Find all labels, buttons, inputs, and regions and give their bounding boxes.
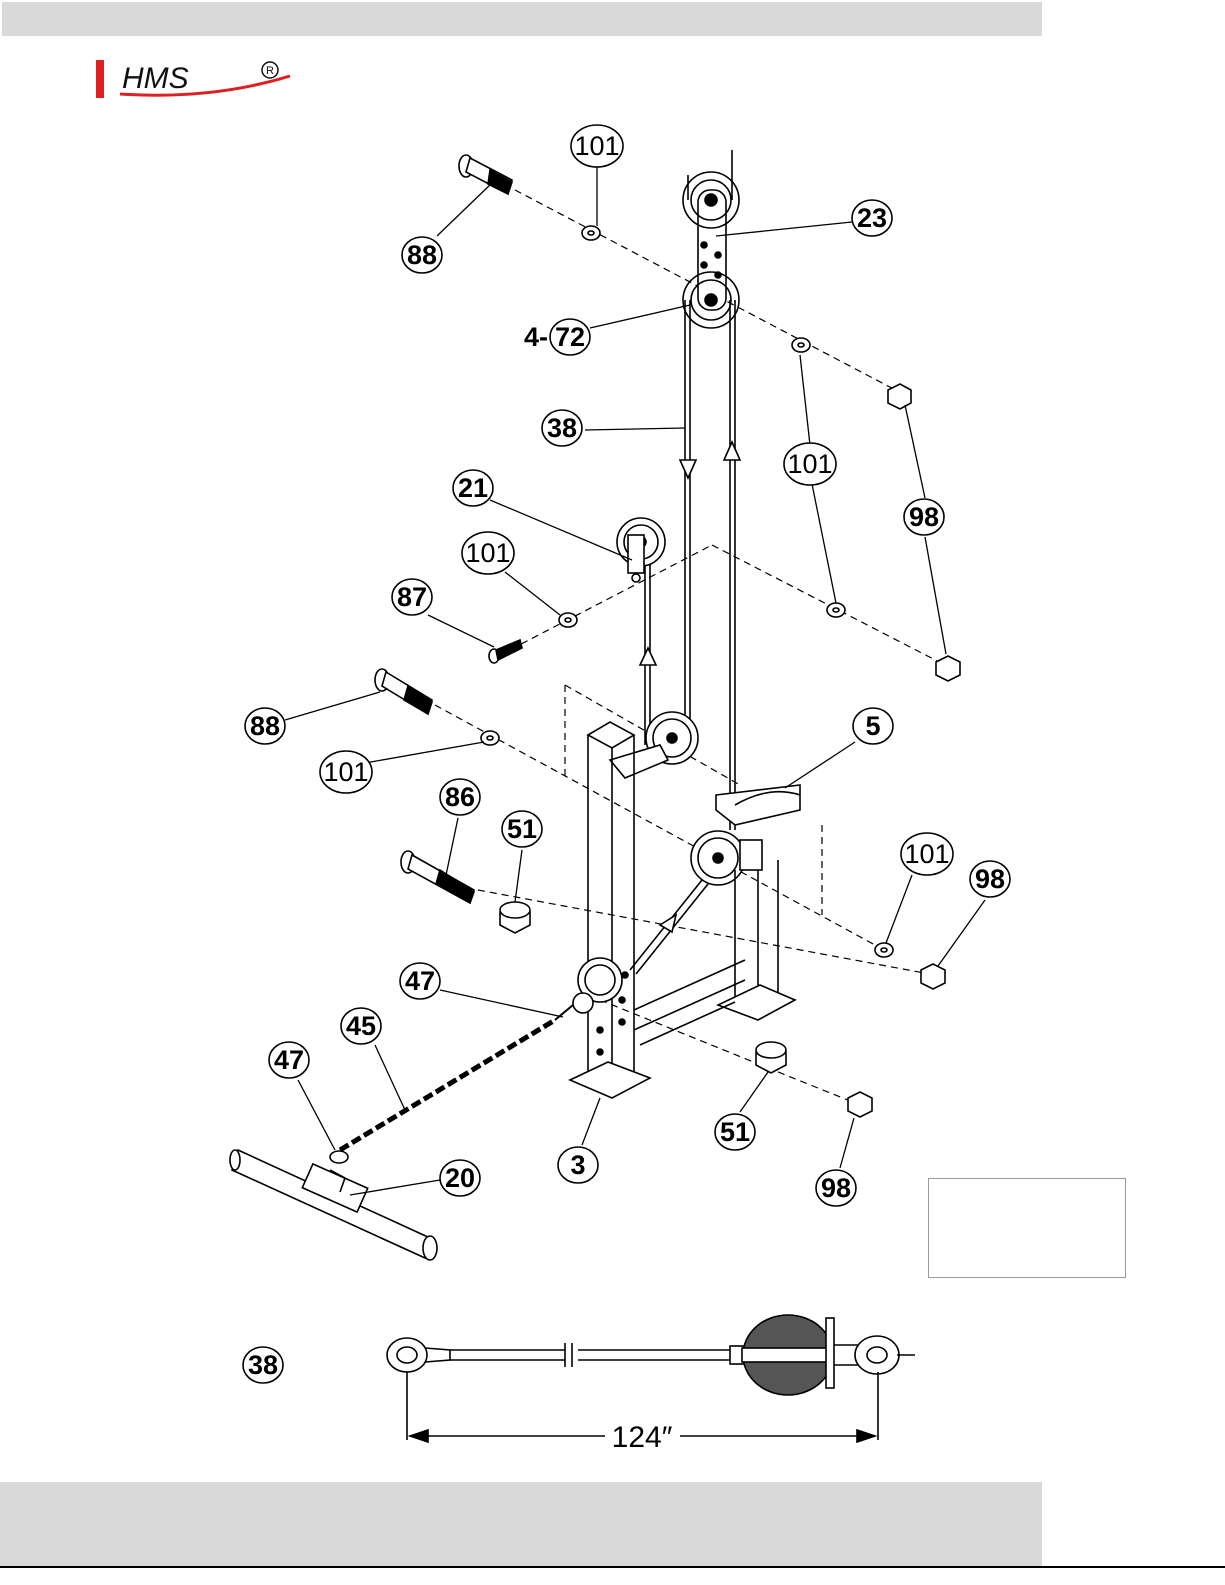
label-38: 38 bbox=[547, 413, 577, 443]
label-47: 47 bbox=[274, 1045, 304, 1075]
bolt-86 bbox=[401, 851, 474, 903]
label-101: 101 bbox=[574, 131, 619, 161]
label-51: 51 bbox=[720, 1117, 750, 1147]
label-98: 98 bbox=[909, 502, 939, 532]
label-98: 98 bbox=[821, 1173, 851, 1203]
label-21: 21 bbox=[458, 473, 488, 503]
label-87: 87 bbox=[397, 582, 427, 612]
label-88: 88 bbox=[407, 240, 437, 270]
bolt-88-top bbox=[459, 155, 512, 194]
bolt-87 bbox=[489, 640, 522, 663]
label-20: 20 bbox=[445, 1163, 475, 1193]
frame-post-3 bbox=[570, 722, 650, 1098]
label-38-cable: 38 bbox=[248, 1350, 278, 1380]
label-101: 101 bbox=[787, 449, 832, 479]
handle-bar-20 bbox=[230, 1150, 437, 1260]
label-47: 47 bbox=[405, 966, 435, 996]
middle-pulley bbox=[610, 712, 698, 778]
part-labels: 101 88 23 4- 72 38 101 98 21 101 87 88 5… bbox=[248, 131, 1005, 1454]
footer-band bbox=[0, 1482, 1042, 1567]
label-45: 45 bbox=[346, 1011, 376, 1041]
label-23: 23 bbox=[857, 203, 887, 233]
label-101: 101 bbox=[465, 538, 510, 568]
bottom-bolt-axis bbox=[600, 1000, 860, 1105]
label-3: 3 bbox=[570, 1150, 585, 1180]
label-101: 101 bbox=[904, 839, 949, 869]
label-88: 88 bbox=[250, 711, 280, 741]
label-86: 86 bbox=[445, 782, 475, 812]
label-101: 101 bbox=[323, 757, 368, 787]
mid-bolt-axis-left bbox=[500, 545, 712, 655]
cable-length-dimension: 124″ bbox=[612, 1421, 673, 1454]
label-51: 51 bbox=[507, 814, 537, 844]
note-box bbox=[928, 1178, 1126, 1278]
lower-bolt-axis bbox=[478, 890, 935, 975]
snap-hook-47-lower bbox=[330, 1151, 348, 1163]
bushings-51 bbox=[500, 902, 786, 1073]
nuts-98 bbox=[848, 384, 960, 1117]
pulley-21 bbox=[617, 518, 665, 582]
rear-post-and-plate-5 bbox=[716, 785, 800, 1020]
label-72: 72 bbox=[555, 322, 585, 352]
footer-rule bbox=[0, 1566, 1225, 1568]
label-98: 98 bbox=[975, 864, 1005, 894]
label-5: 5 bbox=[865, 711, 880, 741]
label-4-prefix: 4- bbox=[524, 322, 548, 352]
bolt-88-mid bbox=[375, 669, 432, 714]
